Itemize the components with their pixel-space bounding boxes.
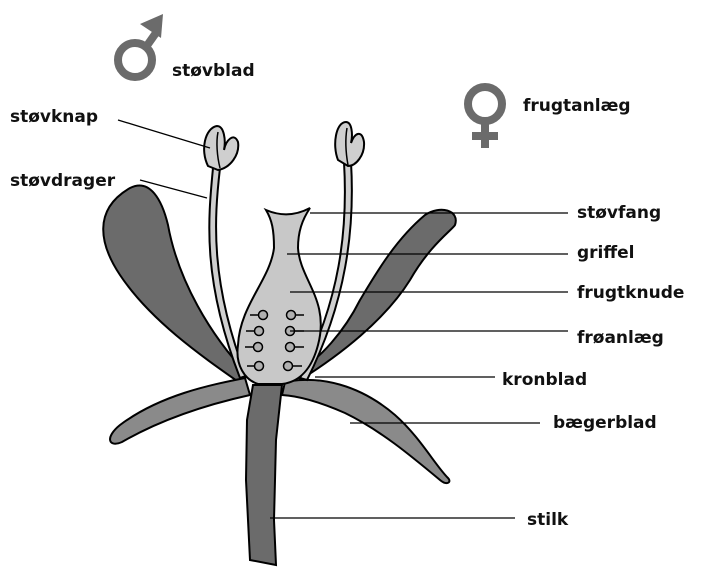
male-symbol-icon xyxy=(118,14,163,77)
stem xyxy=(246,385,282,565)
label-stovfang: støvfang xyxy=(577,203,661,223)
right-petal xyxy=(296,210,456,380)
right-sepal xyxy=(282,380,449,483)
label-baegerblad: bægerblad xyxy=(553,413,657,433)
left-petal xyxy=(103,186,248,383)
label-frugtknude: frugtknude xyxy=(577,283,684,303)
label-stovblad: støvblad xyxy=(172,61,255,81)
leader-stovknap xyxy=(118,120,210,148)
right-anther xyxy=(335,122,364,166)
left-sepal xyxy=(110,378,250,444)
label-griffel: griffel xyxy=(577,243,635,263)
label-stilk: stilk xyxy=(527,510,568,530)
pistil xyxy=(237,208,320,384)
label-frugtanlaeg: frugtanlæg xyxy=(523,96,631,116)
female-symbol-icon xyxy=(468,87,502,148)
label-stovdrager: støvdrager xyxy=(10,171,115,191)
label-froanlaeg: frøanlæg xyxy=(577,328,664,348)
label-stovknap: støvknap xyxy=(10,107,98,127)
label-kronblad: kronblad xyxy=(502,370,587,390)
